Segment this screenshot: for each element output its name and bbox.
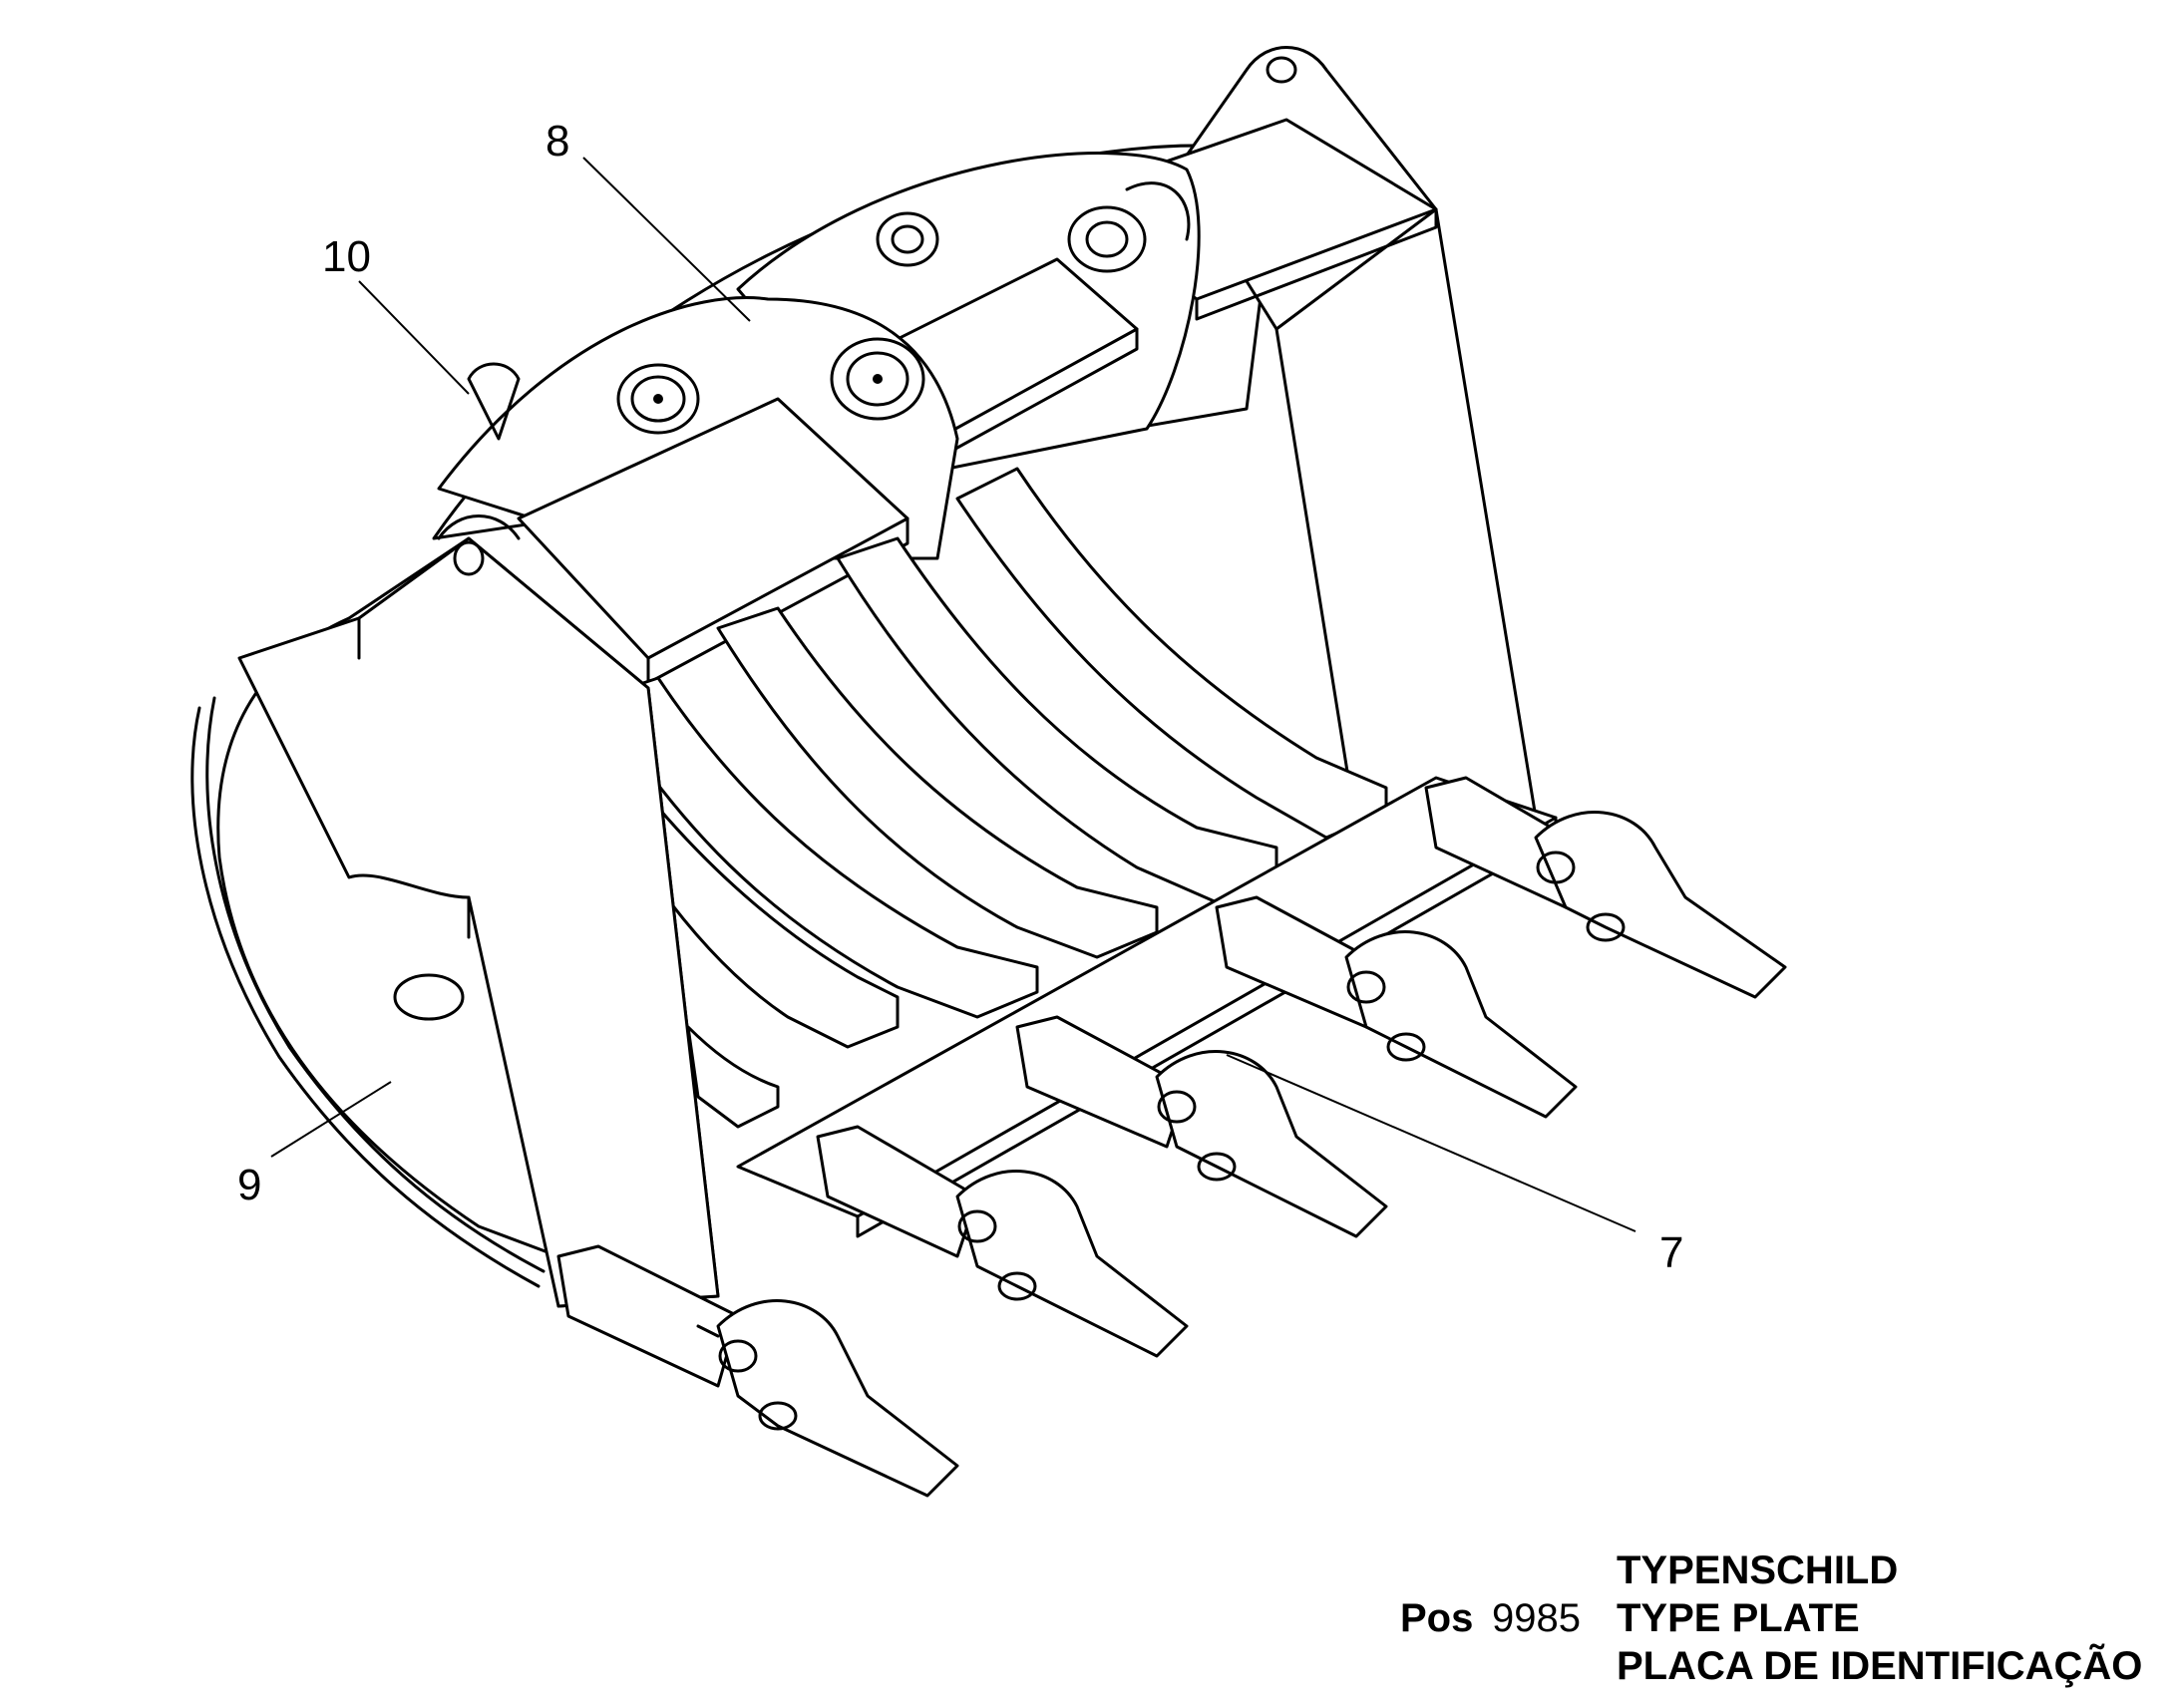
leader-line-10 bbox=[358, 280, 470, 395]
tooth-assembly-5 bbox=[1424, 776, 1787, 999]
leader-line-7 bbox=[1226, 1054, 1636, 1232]
position-label: Pos bbox=[1400, 1596, 1474, 1640]
left-side-plate bbox=[190, 514, 720, 1308]
title-portuguese: PLACA DE IDENTIFICAÇÃO bbox=[1617, 1644, 2143, 1688]
tooth-assembly-3 bbox=[1015, 1015, 1388, 1238]
callout-7: 7 bbox=[1659, 1228, 1683, 1277]
callout-8: 8 bbox=[545, 117, 569, 166]
grate-ribs bbox=[596, 467, 1388, 1129]
position-number: 9985 bbox=[1492, 1596, 1581, 1640]
leader-line-9 bbox=[270, 1081, 392, 1158]
title-english: TYPE PLATE bbox=[1617, 1596, 1860, 1640]
callout-9: 9 bbox=[237, 1161, 261, 1209]
leader-line-8 bbox=[582, 157, 751, 322]
leader-lines bbox=[270, 157, 1636, 1232]
tooth-assembly-4 bbox=[1215, 895, 1578, 1119]
title-german: TYPENSCHILD bbox=[1617, 1548, 1899, 1592]
callout-10: 10 bbox=[322, 232, 371, 281]
tooth-assembly-1 bbox=[556, 1244, 959, 1498]
tooth-assembly-2 bbox=[816, 1125, 1189, 1358]
